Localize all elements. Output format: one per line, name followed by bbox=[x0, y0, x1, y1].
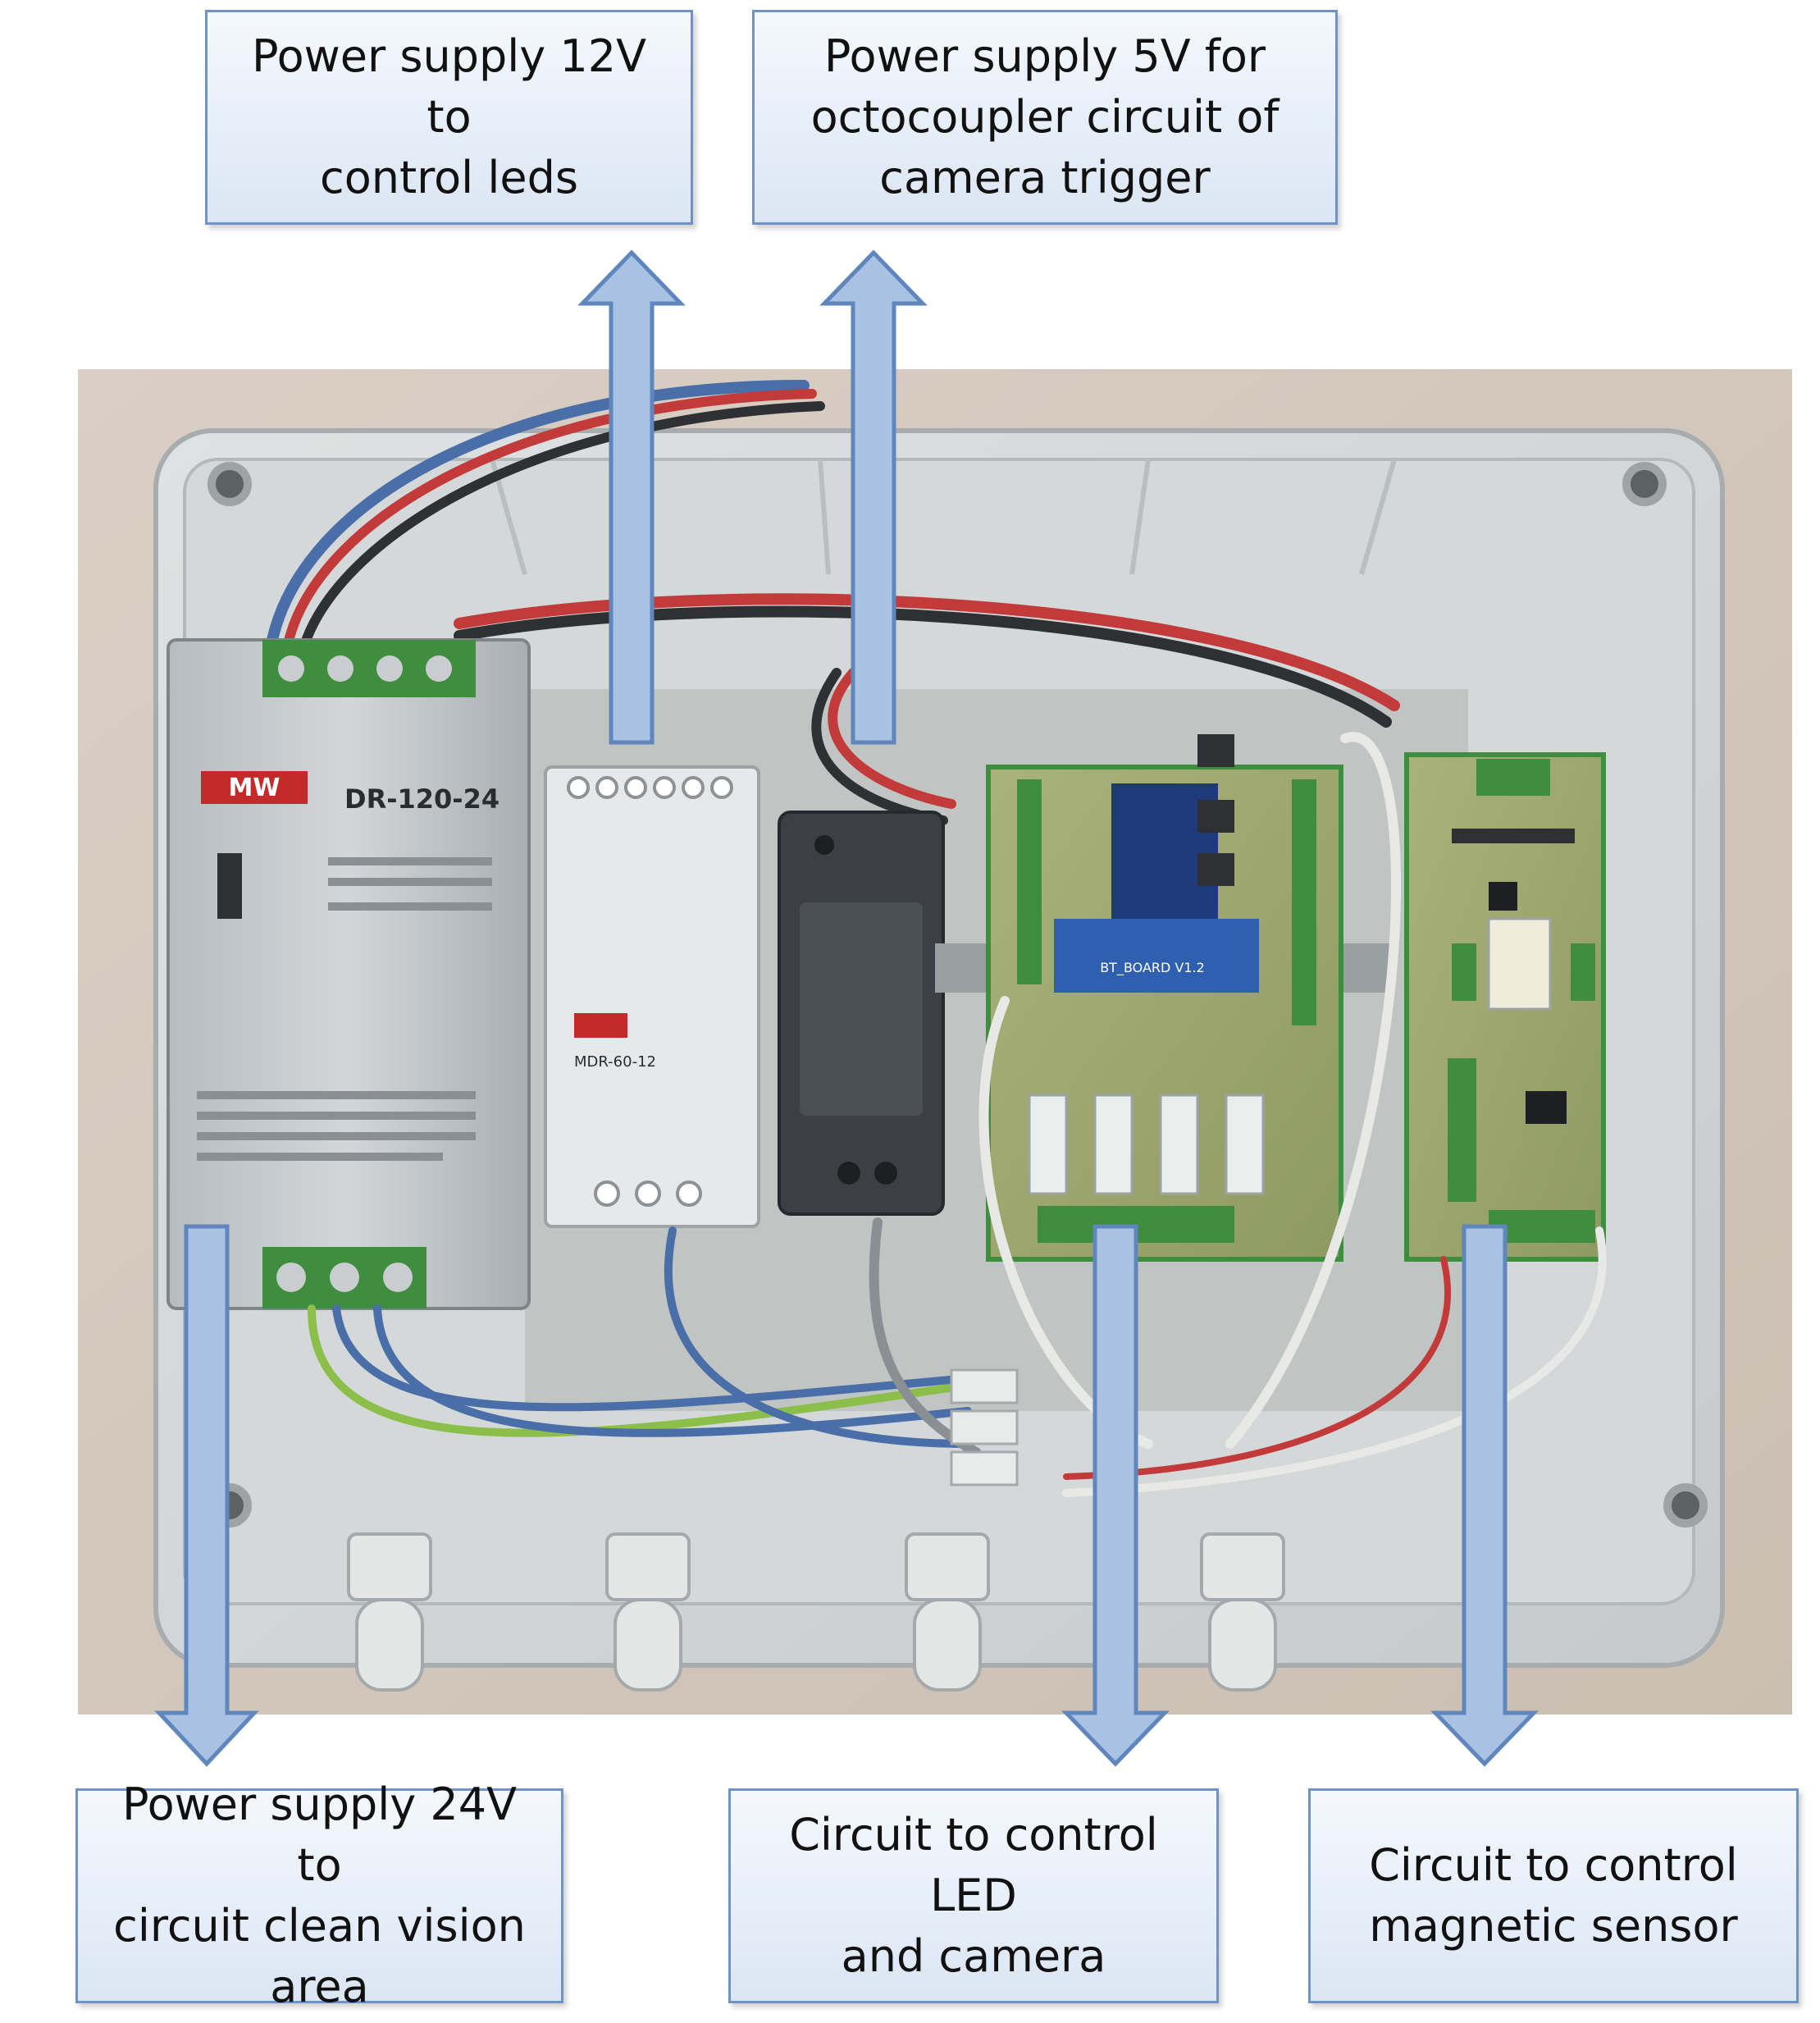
led-camera-board: BT_BOARD V1.2 bbox=[986, 734, 1343, 1262]
label-circuit-magnetic-sensor: Circuit to control magnetic sensor bbox=[1308, 1788, 1799, 2003]
label-psu-5v-line-3: camera trigger bbox=[879, 152, 1211, 203]
wires-top bbox=[265, 380, 1400, 825]
label-circuit-led-camera: Circuit to control LED and camera bbox=[728, 1788, 1219, 2003]
label-psu-24v-line-3: area bbox=[270, 1961, 369, 2012]
cable-glands bbox=[347, 1532, 1285, 1692]
psu-brand-text: MW bbox=[229, 774, 281, 802]
terminal-block-bottom bbox=[950, 1368, 1019, 1486]
magnetic-sensor-board bbox=[1404, 752, 1606, 1262]
psu-12v-unit: MDR-60-12 bbox=[544, 765, 760, 1228]
label-psu-5v: Power supply 5V for octocoupler circuit … bbox=[752, 10, 1338, 225]
arrow-5v bbox=[819, 249, 928, 745]
psu-5v-unit bbox=[778, 811, 945, 1216]
label-circuit-led-line-1: Circuit to control LED bbox=[789, 1809, 1158, 1921]
arrow-led-camera bbox=[1061, 1224, 1170, 1767]
psu-small-model-text: MDR-60-12 bbox=[574, 1053, 656, 1071]
arrow-24v bbox=[154, 1224, 259, 1767]
label-psu-24v-line-2: circuit clean vision bbox=[113, 1900, 526, 1952]
label-psu-5v-line-1: Power supply 5V for bbox=[823, 30, 1266, 82]
label-psu-24v: Power supply 24V to circuit clean vision… bbox=[75, 1779, 563, 2012]
label-circuit-led-line-2: and camera bbox=[841, 1930, 1106, 1982]
label-circuit-magnetic-line-2: magnetic sensor bbox=[1369, 1900, 1738, 1952]
psu-model-text: DR-120-24 bbox=[344, 783, 499, 815]
label-psu-12v: Power supply 12V to control leds bbox=[205, 10, 693, 225]
label-psu-24v-line-1: Power supply 24V to bbox=[121, 1779, 518, 1891]
arrow-12v bbox=[577, 249, 686, 745]
label-psu-12v-line-2: control leds bbox=[320, 152, 578, 203]
label-circuit-magnetic-line-1: Circuit to control bbox=[1369, 1839, 1738, 1891]
label-psu-5v-line-2: octocoupler circuit of bbox=[810, 91, 1279, 143]
board-label-text: BT_BOARD V1.2 bbox=[1100, 960, 1205, 976]
label-psu-12v-line-1: Power supply 12V to bbox=[251, 30, 647, 143]
arrow-magnetic bbox=[1430, 1224, 1539, 1767]
psu-24v-unit: MW DR-120-24 bbox=[166, 638, 531, 1310]
